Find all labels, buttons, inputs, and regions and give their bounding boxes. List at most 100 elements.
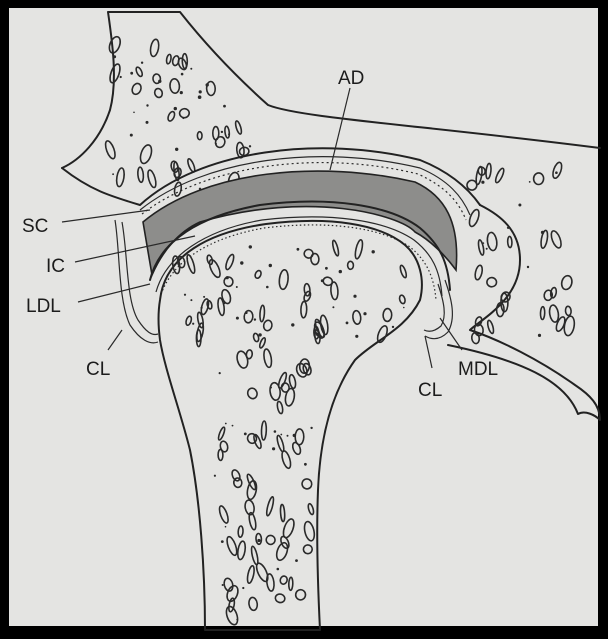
bone-speck <box>113 55 116 58</box>
bone-speck <box>221 131 223 133</box>
bone-pore <box>214 136 226 149</box>
bone-pore <box>115 167 125 187</box>
bone-pore <box>250 546 259 565</box>
bone-pore <box>220 289 232 305</box>
bone-speck <box>146 121 149 124</box>
bone-pore <box>551 161 563 179</box>
bone-pore <box>332 240 340 257</box>
bone-pore <box>253 333 260 342</box>
bone-pore <box>477 240 484 256</box>
bone-speck <box>242 587 244 589</box>
bone-pore <box>219 440 228 452</box>
bone-pore <box>266 574 275 592</box>
bone-pore <box>248 597 258 611</box>
label-ldl: LDL <box>26 296 61 317</box>
bone-pore <box>259 337 267 349</box>
bone-pore <box>263 320 273 332</box>
bone-pore <box>485 163 491 179</box>
bone-pore <box>399 295 406 305</box>
bone-pore <box>289 577 293 590</box>
bone-speck <box>198 95 202 99</box>
bone-pore <box>149 39 160 57</box>
label-cl-right: CL <box>418 380 442 401</box>
bone-speck <box>192 323 194 325</box>
bone-pore <box>301 478 313 490</box>
bone-speck <box>481 181 484 184</box>
bone-pore <box>200 298 210 315</box>
bone-pore <box>278 269 289 289</box>
cartilage-hatch <box>160 225 436 300</box>
bone-speck <box>507 227 509 229</box>
bone-pore <box>167 111 176 122</box>
bone-pore <box>295 589 306 600</box>
bone-pore <box>256 533 262 544</box>
bone-speck <box>353 295 356 298</box>
medial-process <box>448 205 600 420</box>
bone-pore <box>233 477 242 487</box>
bone-pore <box>263 348 273 368</box>
bone-speck <box>146 104 148 106</box>
bone-speck <box>392 326 394 328</box>
bone-pore <box>135 66 144 77</box>
label-cl-left: CL <box>86 359 110 380</box>
bone-speck <box>297 248 300 251</box>
bone-pore <box>246 350 253 360</box>
bone-pore <box>224 605 239 626</box>
bone-speck <box>226 276 229 279</box>
bone-pore <box>303 521 316 542</box>
bone-pore <box>137 167 144 183</box>
bone-speck <box>206 83 209 86</box>
bone-pore <box>261 421 266 440</box>
bone-pore <box>494 167 505 183</box>
bone-speck <box>403 307 405 309</box>
bone-pore <box>246 565 255 584</box>
bone-speck <box>214 475 216 477</box>
bone-pore <box>280 450 292 469</box>
bone-speck <box>180 91 183 94</box>
bone-pore <box>217 427 226 441</box>
bone-pore <box>238 526 244 538</box>
bone-pore <box>281 383 290 393</box>
bone-speck <box>190 299 192 301</box>
bone-speck <box>141 62 143 64</box>
bone-speck <box>221 540 224 543</box>
bone-speck <box>280 434 282 436</box>
bone-pore <box>231 469 242 482</box>
bone-pore <box>311 253 319 264</box>
bone-speck <box>130 134 133 137</box>
bone-speck <box>363 312 366 315</box>
bone-pore <box>540 307 545 320</box>
bone-pore <box>550 287 557 298</box>
leader-ldl <box>78 284 150 302</box>
bone-pore <box>474 265 484 281</box>
bone-speck <box>219 372 221 374</box>
bone-speck <box>295 559 298 562</box>
bone-pore <box>146 169 157 188</box>
bone-pore <box>303 545 312 554</box>
bone-speck <box>304 463 307 466</box>
bone-speck <box>310 427 312 429</box>
bone-pore <box>301 301 307 318</box>
bone-pore <box>224 254 235 271</box>
bone-speck <box>277 568 280 571</box>
bone-pore <box>174 182 183 197</box>
bone-speck <box>175 148 178 151</box>
bone-speck <box>240 261 243 264</box>
label-ad: AD <box>338 68 364 89</box>
bone-speck <box>372 250 375 253</box>
bone-pore <box>254 270 262 280</box>
bone-pore <box>487 277 497 287</box>
bone-pore <box>246 387 258 400</box>
bone-pore <box>244 310 254 323</box>
bone-pore <box>466 180 477 191</box>
bone-pore <box>234 120 242 134</box>
bone-speck <box>112 173 114 175</box>
bone-speck <box>174 107 177 110</box>
bone-pore <box>166 54 172 64</box>
bone-pore <box>307 503 314 515</box>
bone-pore <box>548 304 559 322</box>
bone-pore <box>383 308 392 321</box>
bone-speck <box>291 323 294 326</box>
bone-pore <box>179 108 190 118</box>
